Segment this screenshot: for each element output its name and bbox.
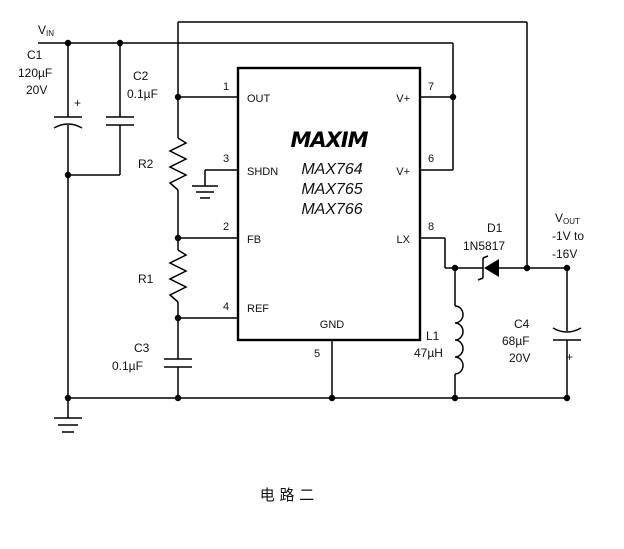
- pin-number-1: 1: [223, 81, 229, 93]
- pin-label-out: OUT: [247, 93, 271, 105]
- pin-number-6: 6: [428, 153, 434, 165]
- c4-polarity: +: [566, 350, 573, 364]
- pin-label-shdn: SHDN: [247, 166, 278, 178]
- ground-symbol-main: [54, 417, 82, 433]
- d1-name: D1: [487, 221, 503, 235]
- vin-label: VIN: [38, 23, 54, 38]
- maxim-logo-text: MAXIM: [290, 128, 368, 152]
- d1-part: 1N5817: [463, 239, 505, 253]
- c1-name: C1: [27, 48, 43, 62]
- pin-label-vplus-6: V+: [396, 166, 410, 178]
- inductor-l1: L1 47µH: [414, 305, 464, 375]
- pin-number-3: 3: [223, 153, 229, 165]
- junction-dots: [64, 39, 571, 402]
- part-number-1: MAX764: [301, 161, 362, 178]
- part-number-2: MAX765: [301, 181, 362, 198]
- r2-name: R2: [138, 157, 154, 171]
- pin-number-5: 5: [314, 348, 320, 360]
- pin-label-fb: FB: [247, 234, 261, 246]
- capacitor-c4: C4 68µF 20V +: [502, 317, 582, 365]
- vout-name: VOUT: [555, 211, 580, 226]
- pin-number-2: 2: [223, 221, 229, 233]
- c2-name: C2: [133, 69, 149, 83]
- pin-number-8: 8: [428, 221, 434, 233]
- ground-symbol-shdn: [192, 185, 218, 199]
- figure-caption: 电 路 二: [260, 486, 315, 504]
- resistor-r1: R1: [138, 249, 188, 303]
- c3-name: C3: [134, 341, 150, 355]
- c4-name: C4: [514, 317, 530, 331]
- vout-label: VOUT -1V to -16V: [552, 211, 584, 261]
- vout-range-1: -1V to: [552, 229, 584, 243]
- resistor-r2: R2: [138, 137, 188, 191]
- pin-label-vplus-7: V+: [396, 93, 410, 105]
- pin-label-ref: REF: [247, 303, 269, 315]
- c1-polarity: +: [74, 96, 81, 110]
- c4-value: 68µF: [502, 334, 530, 348]
- pin-number-7: 7: [428, 81, 434, 93]
- vout-range-2: -16V: [552, 247, 577, 261]
- c2-value: 0.1µF: [127, 87, 158, 101]
- wires: [38, 21, 568, 418]
- c1-value: 120µF: [18, 66, 52, 80]
- c3-value: 0.1µF: [112, 359, 143, 373]
- capacitor-c1: C1 120µF 20V +: [18, 48, 83, 129]
- r1-name: R1: [138, 272, 154, 286]
- maxim-logo: MAXIM: [290, 128, 369, 152]
- pin-label-gnd: GND: [320, 319, 345, 331]
- pin-number-4: 4: [223, 301, 229, 313]
- diode-d1: D1 1N5817: [463, 221, 505, 281]
- l1-name: L1: [426, 329, 440, 343]
- capacitor-c2: C2 0.1µF: [106, 69, 158, 126]
- pin-label-lx: LX: [397, 234, 411, 246]
- c1-rating: 20V: [26, 83, 47, 97]
- part-number-3: MAX766: [301, 201, 362, 218]
- capacitor-c3: C3 0.1µF: [112, 341, 192, 373]
- l1-value: 47µH: [414, 346, 443, 360]
- c4-rating: 20V: [509, 351, 530, 365]
- ic-max764: MAXIM MAX764 MAX765 MAX766 OUT SHDN FB R…: [223, 66, 434, 360]
